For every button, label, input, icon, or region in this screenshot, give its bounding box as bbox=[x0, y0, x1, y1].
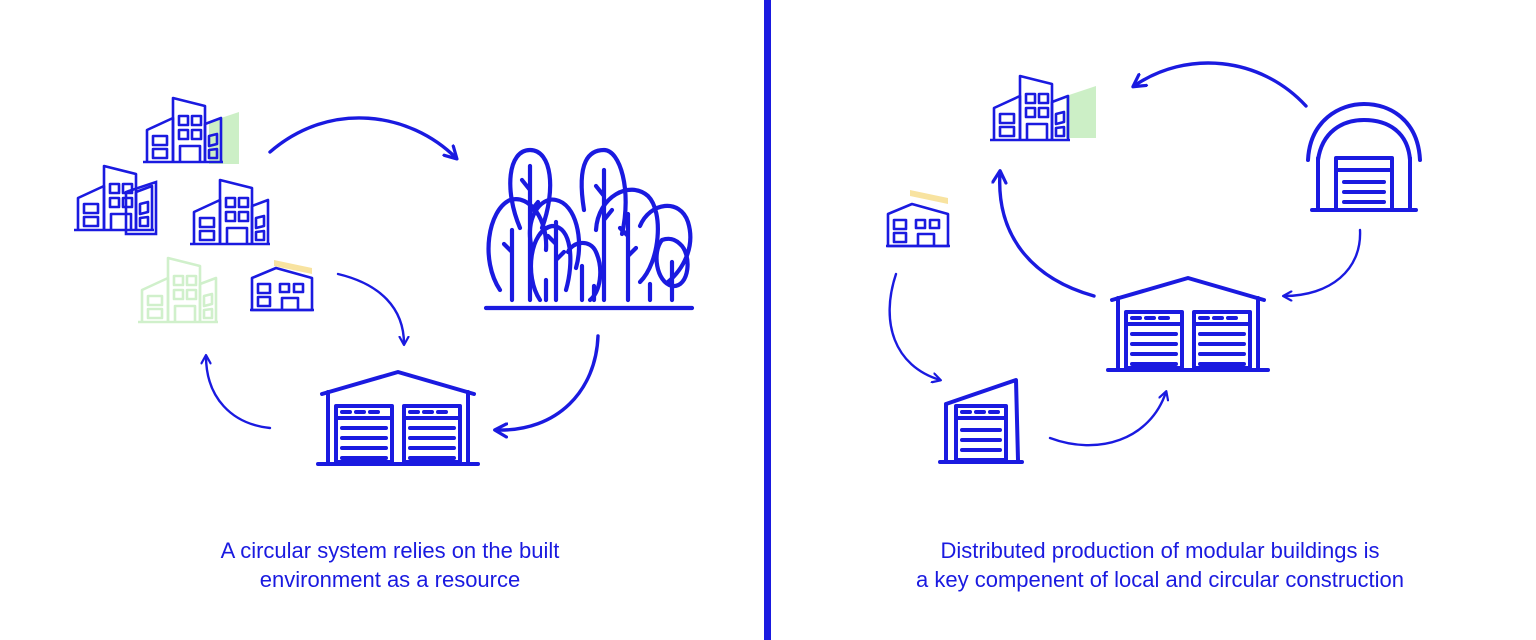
left-caption-line1: A circular system relies on the built bbox=[220, 538, 560, 563]
forest-icon bbox=[483, 147, 695, 311]
panel-divider bbox=[764, 0, 771, 640]
house-icon bbox=[884, 190, 952, 248]
left-caption: A circular system relies on the built en… bbox=[70, 536, 710, 594]
building-icon bbox=[141, 96, 239, 164]
building-faded-icon bbox=[136, 256, 220, 324]
right-caption-line1: Distributed production of modular buildi… bbox=[940, 538, 1380, 563]
hangar-icon bbox=[1306, 102, 1422, 212]
small-factory-icon bbox=[938, 378, 1024, 464]
warehouse-icon bbox=[1106, 276, 1270, 372]
building-icon bbox=[188, 178, 272, 246]
left-panel bbox=[72, 96, 695, 466]
cycle-arrow-icon bbox=[268, 116, 600, 430]
right-panel bbox=[884, 61, 1422, 464]
cycle-arrow-icon bbox=[206, 272, 404, 430]
building-icon bbox=[72, 164, 158, 236]
house-icon bbox=[248, 260, 316, 312]
warehouse-icon bbox=[316, 370, 480, 466]
left-caption-line2: environment as a resource bbox=[259, 567, 521, 592]
cycle-arrow-icon bbox=[888, 228, 1362, 447]
cycle-arrow-icon bbox=[1000, 61, 1308, 298]
right-caption: Distributed production of modular buildi… bbox=[800, 536, 1520, 594]
building-icon bbox=[988, 74, 1096, 142]
right-caption-line2: a key compenent of local and circular co… bbox=[916, 567, 1404, 592]
